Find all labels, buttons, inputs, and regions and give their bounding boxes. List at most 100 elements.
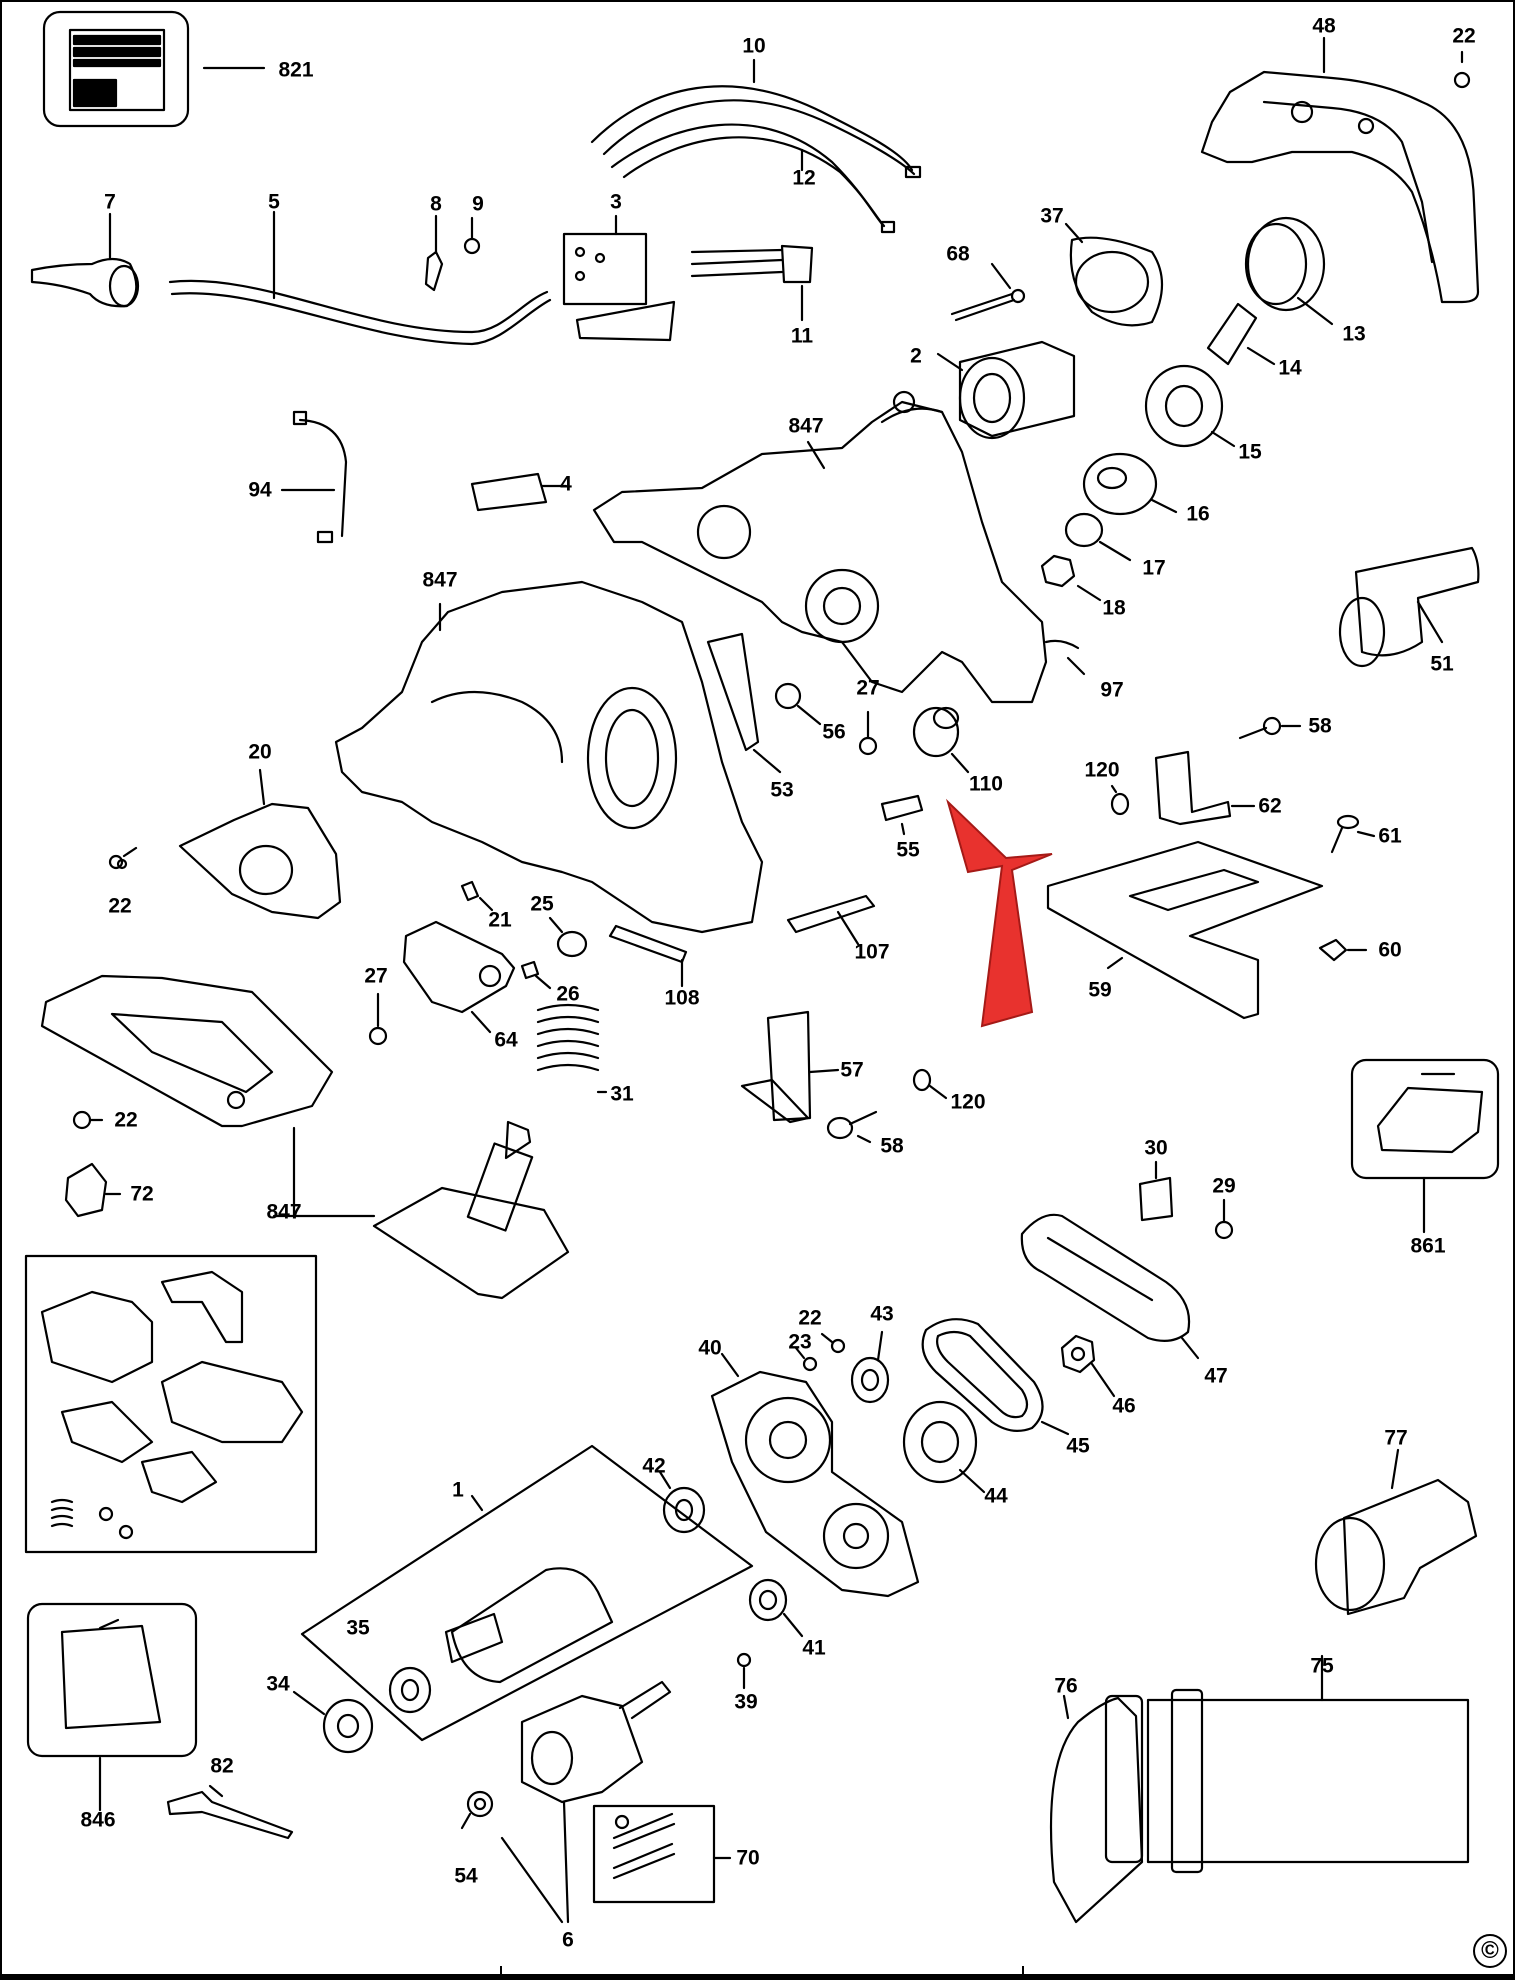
part-label-23: 23 bbox=[788, 1330, 812, 1354]
part-label-43: 43 bbox=[870, 1302, 894, 1326]
part-label-56: 56 bbox=[822, 720, 846, 744]
side-cover-part bbox=[178, 768, 342, 920]
hex-nut-part bbox=[1060, 1334, 1116, 1398]
part-label-110: 110 bbox=[969, 772, 1003, 796]
brush-cap-part bbox=[460, 1790, 494, 1830]
part-label-11: 11 bbox=[790, 324, 814, 348]
suppressor-part bbox=[470, 472, 568, 512]
part-label-55: 55 bbox=[896, 838, 920, 862]
part-label-16: 16 bbox=[1186, 502, 1210, 526]
part-label-68: 68 bbox=[946, 242, 970, 266]
spacer-part bbox=[1064, 512, 1132, 562]
part-label-22-gear: 22 bbox=[798, 1306, 822, 1330]
brush-holder-part bbox=[500, 1680, 672, 1924]
part-label-1: 1 bbox=[452, 1478, 464, 1502]
part-label-37: 37 bbox=[1040, 204, 1064, 228]
part-label-34: 34 bbox=[266, 1672, 290, 1696]
sleeve-part bbox=[1206, 302, 1276, 366]
part-label-14: 14 bbox=[1278, 356, 1302, 380]
nut-part bbox=[1040, 554, 1102, 602]
pin-part-2 bbox=[520, 960, 552, 990]
clip-part bbox=[1044, 639, 1086, 676]
part-label-59: 59 bbox=[1088, 978, 1112, 1002]
part-label-846: 846 bbox=[80, 1808, 116, 1832]
cover-part bbox=[1082, 452, 1178, 516]
base-shoe-part bbox=[40, 974, 334, 1218]
mains-cable-part bbox=[168, 210, 552, 346]
part-label-120-lower: 120 bbox=[950, 1090, 986, 1114]
fan-knob-part bbox=[1244, 216, 1334, 326]
part-label-26: 26 bbox=[556, 982, 580, 1006]
part-label-45: 45 bbox=[1066, 1434, 1090, 1458]
cable-clamp-part bbox=[424, 214, 481, 292]
label-card-part bbox=[42, 10, 266, 128]
red-arrow-indicator bbox=[946, 798, 1053, 1028]
connector-part bbox=[690, 244, 814, 322]
part-label-22-top: 22 bbox=[1452, 24, 1476, 48]
knob-screw-part-2 bbox=[826, 1110, 878, 1144]
o-ring-part-2 bbox=[912, 1068, 948, 1100]
handle-half-part bbox=[1200, 36, 1480, 304]
part-label-4: 4 bbox=[560, 472, 572, 496]
depth-scale-part bbox=[740, 1010, 840, 1124]
small-screw-part-3 bbox=[368, 992, 388, 1046]
bearing-part-2 bbox=[292, 1690, 374, 1754]
cable-parts bbox=[590, 58, 922, 234]
dust-adaptor-part bbox=[1314, 1448, 1478, 1616]
blade-part-2 bbox=[608, 924, 688, 988]
spring-part-2 bbox=[548, 916, 588, 958]
part-label-39: 39 bbox=[734, 1690, 758, 1714]
blade-part bbox=[786, 894, 876, 946]
part-label-75: 75 bbox=[1310, 1654, 1334, 1678]
part-label-2: 2 bbox=[910, 344, 922, 368]
kit-inset-box bbox=[24, 1254, 318, 1554]
part-label-861: 861 bbox=[1410, 1234, 1446, 1258]
part-label-60: 60 bbox=[1378, 938, 1402, 962]
part-label-15: 15 bbox=[1238, 440, 1262, 464]
pulley-large-part bbox=[902, 1400, 986, 1494]
part-label-22-left: 22 bbox=[108, 894, 132, 918]
fence-plate-part bbox=[706, 632, 782, 774]
part-label-22-base: 22 bbox=[114, 1108, 138, 1132]
depth-adjust-part bbox=[272, 1120, 570, 1300]
part-label-821: 821 bbox=[278, 58, 314, 82]
cap-part bbox=[64, 1162, 122, 1218]
spring-part bbox=[774, 682, 822, 726]
small-screw-part-5 bbox=[1214, 1198, 1234, 1240]
part-label-48: 48 bbox=[1312, 14, 1336, 38]
bracket-part bbox=[1154, 750, 1256, 826]
part-label-847-gear-housing: 847 bbox=[788, 414, 824, 438]
part-label-61: 61 bbox=[1378, 824, 1402, 848]
part-label-9: 9 bbox=[472, 192, 484, 216]
footer-tick-1 bbox=[500, 1966, 502, 1978]
part-label-97: 97 bbox=[1100, 678, 1124, 702]
o-ring-part bbox=[1110, 784, 1130, 816]
small-screw-part-8 bbox=[116, 858, 128, 870]
part-label-46: 46 bbox=[1112, 1394, 1136, 1418]
part-label-3: 3 bbox=[610, 190, 622, 214]
part-label-40: 40 bbox=[698, 1336, 722, 1360]
drive-belt-part bbox=[921, 1318, 1070, 1436]
screw-part bbox=[1453, 50, 1471, 89]
part-label-17: 17 bbox=[1142, 556, 1166, 580]
pan-screw-part bbox=[1330, 814, 1376, 854]
part-label-53: 53 bbox=[770, 778, 794, 802]
gear-housing-part bbox=[592, 390, 1048, 704]
part-label-18: 18 bbox=[1102, 596, 1126, 620]
part-label-847-base: 847 bbox=[266, 1200, 302, 1224]
bag-box bbox=[26, 1602, 198, 1812]
part-label-21: 21 bbox=[488, 908, 512, 932]
small-screw-part-6 bbox=[820, 1332, 846, 1354]
part-label-107: 107 bbox=[854, 940, 890, 964]
part-label-5: 5 bbox=[268, 190, 280, 214]
wing-knob-part bbox=[1318, 938, 1368, 962]
pin-part bbox=[460, 880, 494, 912]
dust-elbow-part bbox=[1049, 1694, 1144, 1924]
part-label-76: 76 bbox=[1054, 1674, 1078, 1698]
part-label-51: 51 bbox=[1430, 652, 1454, 676]
armature-assembly-box bbox=[300, 1444, 754, 1742]
part-label-13: 13 bbox=[1342, 322, 1366, 346]
part-label-35: 35 bbox=[346, 1616, 370, 1640]
part-label-20: 20 bbox=[248, 740, 272, 764]
part-label-58-right: 58 bbox=[1308, 714, 1332, 738]
